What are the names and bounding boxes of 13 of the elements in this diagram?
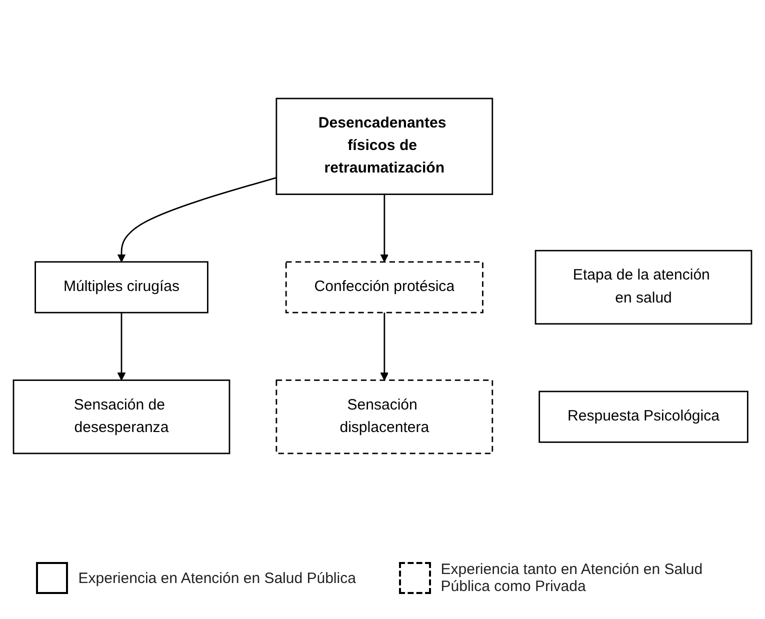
arrow [117,176,277,262]
node-box: Desencadenantes físicos de retraumatización [276,97,494,194]
node-box: Sensación de desesperanza [12,379,230,454]
arrow [380,194,389,262]
legend-text: Experiencia en Atención en Salud Pública [78,570,356,586]
node-box: Sensación displacentera [276,379,494,454]
arrow [380,312,389,380]
node-box: Múltiples cirugías [34,260,208,313]
node-box: Confección protésica [285,260,484,313]
arrow [117,312,126,380]
node-box: Respuesta Psicológica [538,390,748,442]
node-box: Etapa de la atención en salud [534,249,752,324]
legend-text: Experiencia tanto en Atención en Salud Pública como Privada [440,561,704,595]
